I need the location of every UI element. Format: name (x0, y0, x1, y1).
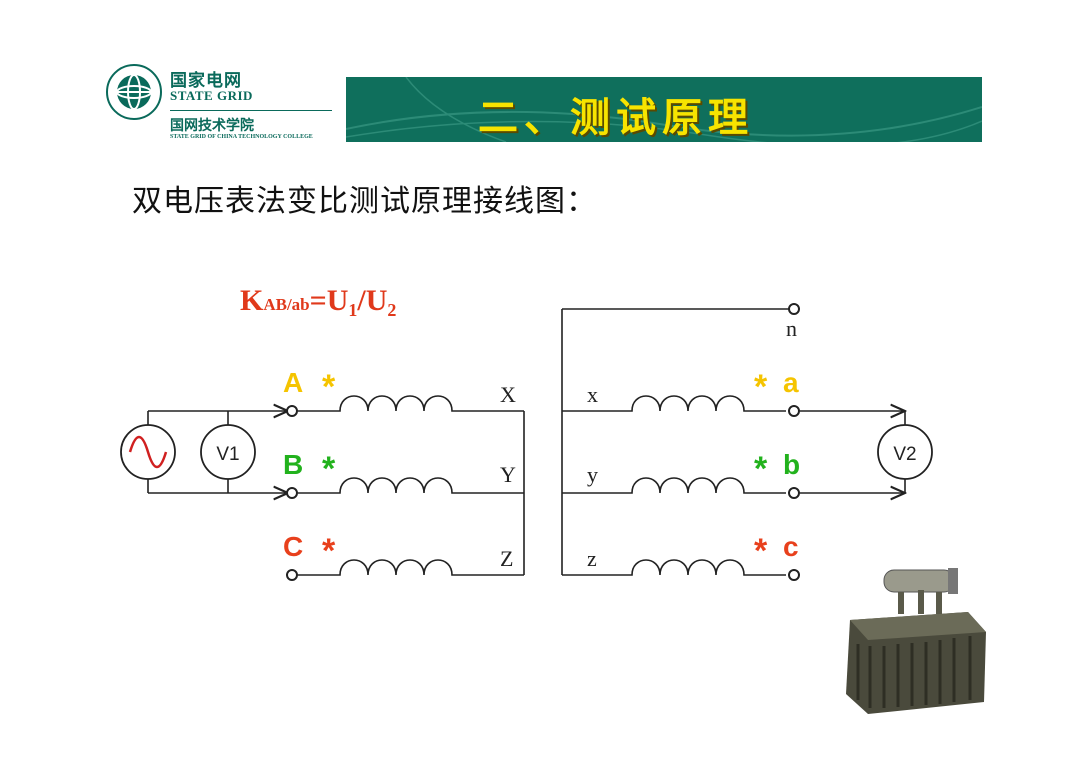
secondary-winding-b (562, 477, 786, 494)
polarity-mark-c: * (754, 532, 768, 570)
end-x-label: x (587, 382, 598, 407)
ac-source-icon (120, 424, 176, 480)
voltmeter-v1-label: V1 (216, 444, 239, 465)
terminal-b (788, 487, 800, 499)
diagram-caption: 双电压表法变比测试原理接线图： (132, 184, 597, 219)
end-X-label: X (500, 382, 516, 407)
primary-winding-b (298, 477, 524, 494)
end-Y-label: Y (500, 462, 516, 487)
logo-name-en: STATE GRID (170, 88, 253, 103)
terminal-c (788, 569, 800, 581)
terminal-B (286, 487, 298, 499)
voltmeter-v1: V1 (200, 424, 256, 480)
terminal-n (788, 303, 800, 315)
formula-slash-u: /U (357, 284, 388, 317)
state-grid-logo: 国家电网 STATE GRID 国网技术学院 STATE GRID OF CHI… (104, 62, 336, 146)
formula-u2-index: 2 (387, 300, 397, 320)
terminal-C-label: C (283, 531, 303, 562)
banner-pattern (346, 77, 982, 142)
terminal-A (286, 405, 298, 417)
terminal-a-label: a (783, 367, 799, 398)
polarity-mark-A: * (322, 368, 336, 406)
voltmeter-v2: V2 (877, 424, 933, 480)
transformer-photo (846, 568, 986, 714)
end-Z-label: Z (500, 546, 513, 571)
polarity-mark-a: * (754, 368, 768, 406)
end-y-label: y (587, 462, 598, 487)
ratio-formula: KAB/ab=U1/U2 (240, 284, 396, 321)
primary-winding-a (298, 395, 524, 412)
title-banner: 二、测试原理 (346, 77, 982, 142)
page-title: 二、测试原理 (478, 95, 754, 141)
formula-k: K (240, 284, 264, 317)
logo-college-en: STATE GRID OF CHINA TECHNOLOGY COLLEGE (170, 134, 313, 140)
logo-name-cn: 国家电网 (170, 71, 242, 91)
terminal-a (788, 405, 800, 417)
globe-icon (106, 64, 162, 120)
polarity-mark-B: * (322, 450, 336, 488)
neutral-n-label: n (786, 316, 797, 341)
terminal-b-label: b (783, 449, 800, 480)
polarity-mark-b: * (754, 450, 768, 488)
logo-college-cn: 国网技术学院 (170, 118, 254, 134)
formula-u: =U (309, 284, 349, 317)
terminal-A-label: A (283, 367, 303, 398)
formula-u1-index: 1 (348, 300, 358, 320)
secondary-winding-a (562, 395, 786, 412)
terminal-c-label: c (783, 531, 799, 562)
terminal-B-label: B (283, 449, 303, 480)
primary-winding-c (298, 559, 524, 576)
terminal-C (286, 569, 298, 581)
polarity-mark-C: * (322, 532, 336, 570)
secondary-winding-c (562, 559, 786, 576)
logo-divider (170, 110, 332, 111)
voltmeter-v2-label: V2 (893, 444, 916, 465)
end-z-label: z (587, 546, 597, 571)
formula-subscript: AB/ab (263, 295, 310, 314)
